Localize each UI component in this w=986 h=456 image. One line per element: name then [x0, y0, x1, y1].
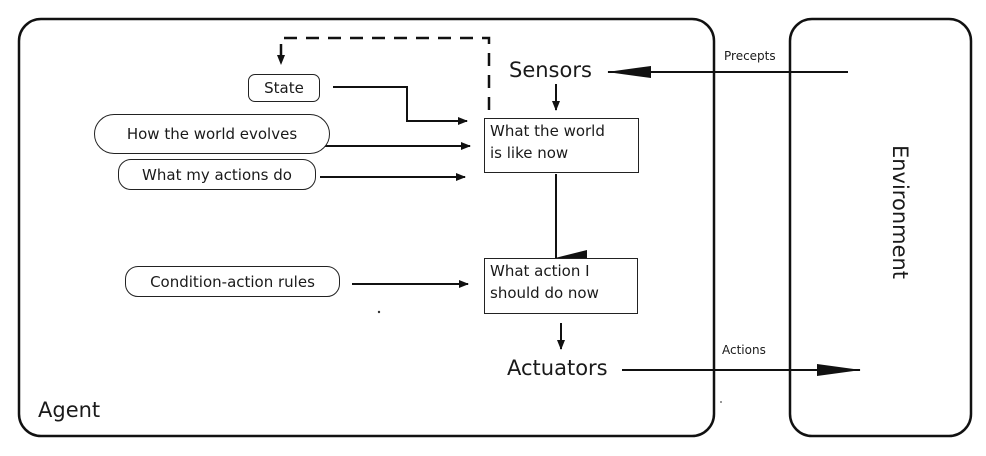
actions-do-node: What my actions do [118, 159, 316, 190]
actuators-label: Actuators [507, 356, 608, 380]
world-evolves-node: How the world evolves [94, 114, 330, 154]
world-now-node: What the world is like now [484, 118, 639, 173]
world-now-line1: What the world [490, 122, 605, 140]
agent-boundary [17, 17, 716, 438]
stray-dot [720, 401, 722, 403]
world-now-line2: is like now [490, 144, 569, 162]
action-now-line1: What action I [490, 262, 590, 280]
environment-boundary [788, 17, 973, 438]
precepts-edge-label: Precepts [724, 49, 776, 63]
state-to-world-arrow [333, 86, 468, 125]
actions-edge-label: Actions [722, 343, 766, 357]
rules-node: Condition-action rules [125, 266, 340, 297]
environment-label: Environment [888, 144, 913, 280]
agent-label: Agent [38, 398, 101, 422]
sensors-label: Sensors [509, 58, 592, 82]
state-feedback-dashed-arrow [277, 36, 491, 110]
state-node: State [248, 74, 320, 102]
action-now-node: What action I should do now [484, 258, 638, 314]
stray-dot [377, 310, 381, 314]
action-now-line2: should do now [490, 284, 599, 302]
